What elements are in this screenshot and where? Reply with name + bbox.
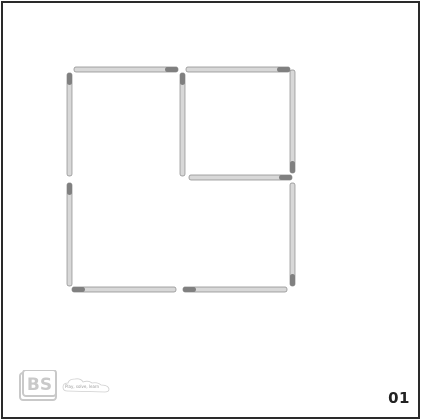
matchstick-top-left[interactable]	[74, 67, 178, 72]
matchstick-right-upper[interactable]	[290, 70, 295, 173]
match-head-icon	[277, 67, 290, 72]
matchstick-right-lower[interactable]	[290, 183, 295, 286]
matchstick-middle-upper[interactable]	[180, 73, 185, 176]
puzzle-board	[3, 3, 418, 417]
matchstick-left-upper[interactable]	[67, 73, 72, 176]
match-head-icon	[72, 287, 85, 292]
matchstick-left-lower[interactable]	[67, 183, 72, 286]
match-head-icon	[290, 274, 295, 286]
logo-text: BS	[27, 375, 52, 395]
matchstick-bottom-left[interactable]	[72, 287, 176, 292]
match-head-icon	[290, 161, 295, 173]
brand-logo: BS	[19, 370, 59, 402]
puzzle-number: 01	[388, 389, 410, 407]
brand-tagline: Play, solve, learn	[65, 384, 99, 389]
match-head-icon	[279, 175, 292, 180]
match-head-icon	[67, 73, 72, 85]
matchstick-bottom-right[interactable]	[183, 287, 287, 292]
matchstick-middle[interactable]	[189, 175, 292, 180]
match-head-icon	[67, 183, 72, 195]
match-head-icon	[165, 67, 178, 72]
matchstick-top-right[interactable]	[186, 67, 290, 72]
match-head-icon	[183, 287, 196, 292]
match-head-icon	[180, 73, 185, 85]
